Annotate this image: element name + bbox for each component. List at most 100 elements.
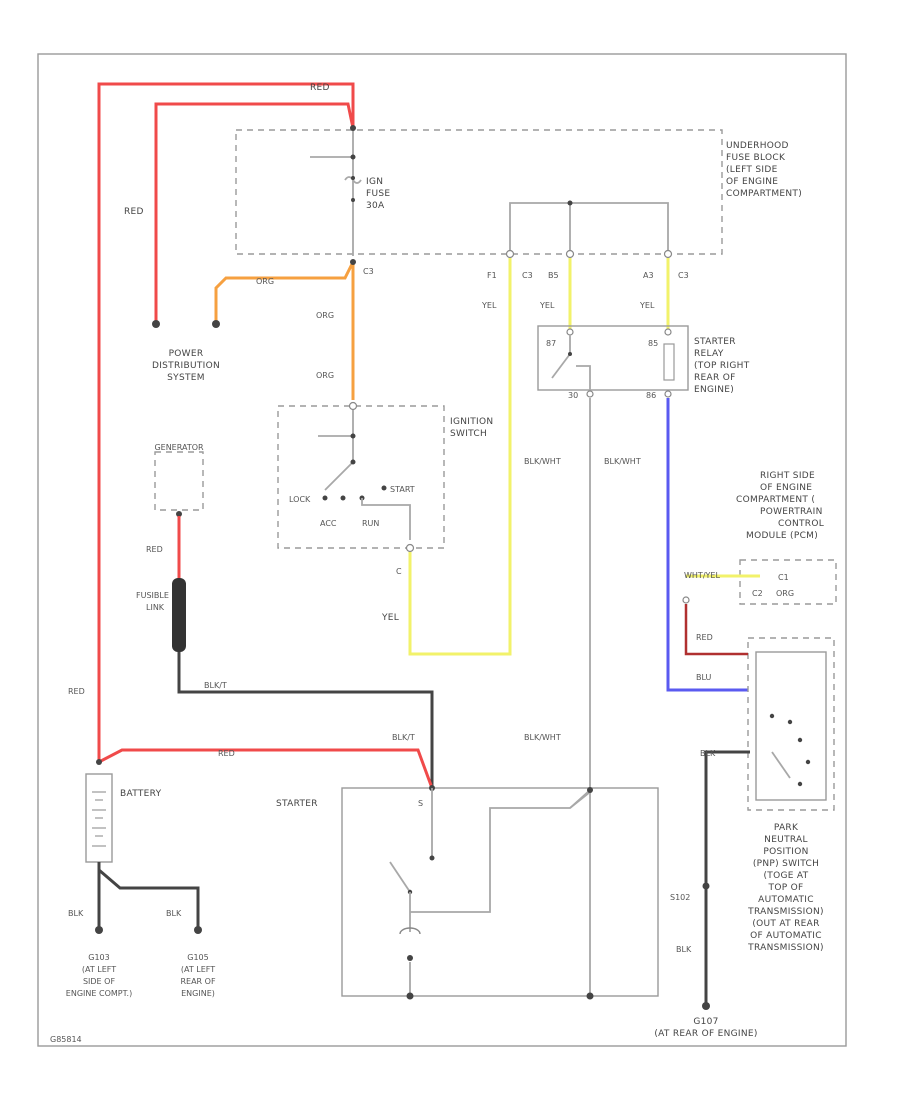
red-wire-power-dist xyxy=(154,102,355,322)
relay-85-label: 85 xyxy=(648,339,658,348)
starter-motor-symbol xyxy=(399,927,421,935)
svg-text:(TOP RIGHT: (TOP RIGHT xyxy=(694,361,750,371)
relay-contact-arm xyxy=(551,353,571,379)
figure-id: G85814 xyxy=(50,1035,82,1044)
pnp-switch-body xyxy=(755,651,827,801)
relay-pin-30 xyxy=(586,390,594,398)
org-mid-label: ORG xyxy=(316,311,334,320)
svg-text:STARTER: STARTER xyxy=(694,337,736,347)
blk-t-wire-fusible-starter xyxy=(177,652,434,788)
svg-text:SYSTEM: SYSTEM xyxy=(167,373,205,383)
ignition-switch-outline xyxy=(277,405,445,549)
g105-ground xyxy=(194,926,202,934)
svg-text:PARK: PARK xyxy=(774,823,799,833)
svg-text:G107: G107 xyxy=(693,1017,718,1027)
start-label: START xyxy=(390,485,415,494)
fuse-junction xyxy=(350,154,356,160)
svg-text:SWITCH: SWITCH xyxy=(450,429,487,439)
svg-text:CONTROL: CONTROL xyxy=(778,519,824,529)
battery-label: BATTERY xyxy=(120,789,162,799)
start-circuit-internal xyxy=(361,498,411,540)
diagram-frame xyxy=(37,53,847,1047)
svg-text:C3: C3 xyxy=(522,271,533,280)
blkwht-1-label: BLK/WHT xyxy=(524,457,561,466)
power-dist-terminal-1 xyxy=(152,320,160,328)
fuse-pin-bottom xyxy=(351,198,355,202)
starter-s-label: S xyxy=(418,799,423,808)
svg-text:IGN: IGN xyxy=(366,177,383,187)
starter-solenoid-contact xyxy=(429,855,435,861)
relay-pin-87 xyxy=(566,328,574,336)
g103-ground xyxy=(95,926,103,934)
org-top-label: ORG xyxy=(256,277,274,286)
starter-s-terminal xyxy=(587,787,593,793)
generator-outline xyxy=(154,451,204,511)
blu-pnp-label: BLU xyxy=(696,673,712,682)
svg-text:POWER: POWER xyxy=(169,349,204,359)
generator-label: GENERATOR xyxy=(154,443,204,452)
g103-label: G103 (AT LEFT SIDE OF ENGINE COMPT.) xyxy=(66,953,132,998)
pnp-switch-label: PARK NEUTRAL POSITION (PNP) SWITCH (TOGE… xyxy=(747,823,824,953)
red-gen-label: RED xyxy=(146,545,163,554)
red-wire-battery-starter xyxy=(98,748,434,789)
svg-text:RIGHT SIDE: RIGHT SIDE xyxy=(760,471,815,481)
org-low-label: ORG xyxy=(316,371,334,380)
starter-solenoid-coil-path xyxy=(410,789,591,913)
svg-text:G105: G105 xyxy=(187,953,208,962)
blk-starter-label: BLK/T xyxy=(392,733,415,742)
svg-text:(OUT AT REAR: (OUT AT REAR xyxy=(752,919,819,929)
relay-coil xyxy=(663,343,675,381)
lock-contact xyxy=(322,495,328,501)
g107-ground xyxy=(702,1002,710,1010)
fusible-link-label: FUSIBLE LINK xyxy=(136,591,169,612)
svg-text:(AT LEFT: (AT LEFT xyxy=(82,965,116,974)
svg-text:FUSE: FUSE xyxy=(366,189,390,199)
blkwht-2-label: BLK/WHT xyxy=(604,457,641,466)
c3-fuse-label: C3 xyxy=(363,267,374,276)
pcm-outline xyxy=(739,559,837,605)
s102-label: S102 xyxy=(670,893,690,902)
fuse-pin-top xyxy=(351,176,355,180)
pnp-contact-1 xyxy=(769,713,775,719)
ignition-switch-junction xyxy=(350,433,356,439)
blk-pnp-label: BLK xyxy=(700,749,716,758)
pcm-pin3-label: ORG xyxy=(776,589,794,598)
svg-text:UNDERHOOD: UNDERHOOD xyxy=(726,141,789,151)
svg-text:(LEFT SIDE: (LEFT SIDE xyxy=(726,165,778,175)
starter-s-switch xyxy=(569,791,591,809)
svg-text:TRANSMISSION): TRANSMISSION) xyxy=(747,943,824,953)
relay-87-label: 87 xyxy=(546,339,556,348)
yel-1-label: YEL xyxy=(481,301,497,310)
blk-g103-label: BLK xyxy=(68,909,84,918)
red-left-label: RED xyxy=(124,207,144,217)
fuse-input-junction xyxy=(350,125,356,131)
relay-contact-output xyxy=(576,365,591,392)
red-top-label: RED xyxy=(310,83,330,93)
svg-text:(AT LEFT: (AT LEFT xyxy=(181,965,215,974)
blk-fusible-label: BLK/T xyxy=(204,681,227,690)
starter-ground-1 xyxy=(406,992,414,1000)
svg-text:COMPARTMENT (: COMPARTMENT ( xyxy=(736,495,815,505)
blk-wire-g105 xyxy=(98,868,200,928)
relay-bus-junction xyxy=(567,200,573,206)
svg-text:FUSE BLOCK: FUSE BLOCK xyxy=(726,153,786,163)
svg-text:ENGINE): ENGINE) xyxy=(181,989,215,998)
pcm-label: RIGHT SIDE OF ENGINE COMPARTMENT ( POWER… xyxy=(736,471,824,541)
svg-text:POSITION: POSITION xyxy=(763,847,808,857)
ignition-switch-input xyxy=(348,401,358,411)
yel-ignition-label: YEL xyxy=(381,613,399,623)
svg-text:SIDE OF: SIDE OF xyxy=(83,977,115,986)
relay-supply-bus xyxy=(509,202,669,254)
starter-solenoid-arm xyxy=(389,861,411,893)
fuse-block-pins: F1 C3 B5 A3 C3 xyxy=(487,249,689,280)
pnp-switch-outline xyxy=(747,637,835,811)
s102-splice xyxy=(702,882,710,890)
svg-text:OF ENGINE: OF ENGINE xyxy=(726,177,778,187)
battery-cells xyxy=(92,791,106,847)
svg-text:COMPARTMENT): COMPARTMENT) xyxy=(726,189,802,199)
underhood-fuse-block-label: UNDERHOOD FUSE BLOCK (LEFT SIDE OF ENGIN… xyxy=(726,141,802,199)
acc-label: ACC xyxy=(320,519,337,528)
relay-contact-pivot xyxy=(568,352,572,356)
ignition-arm-pivot xyxy=(350,459,356,465)
svg-text:REAR OF: REAR OF xyxy=(180,977,215,986)
